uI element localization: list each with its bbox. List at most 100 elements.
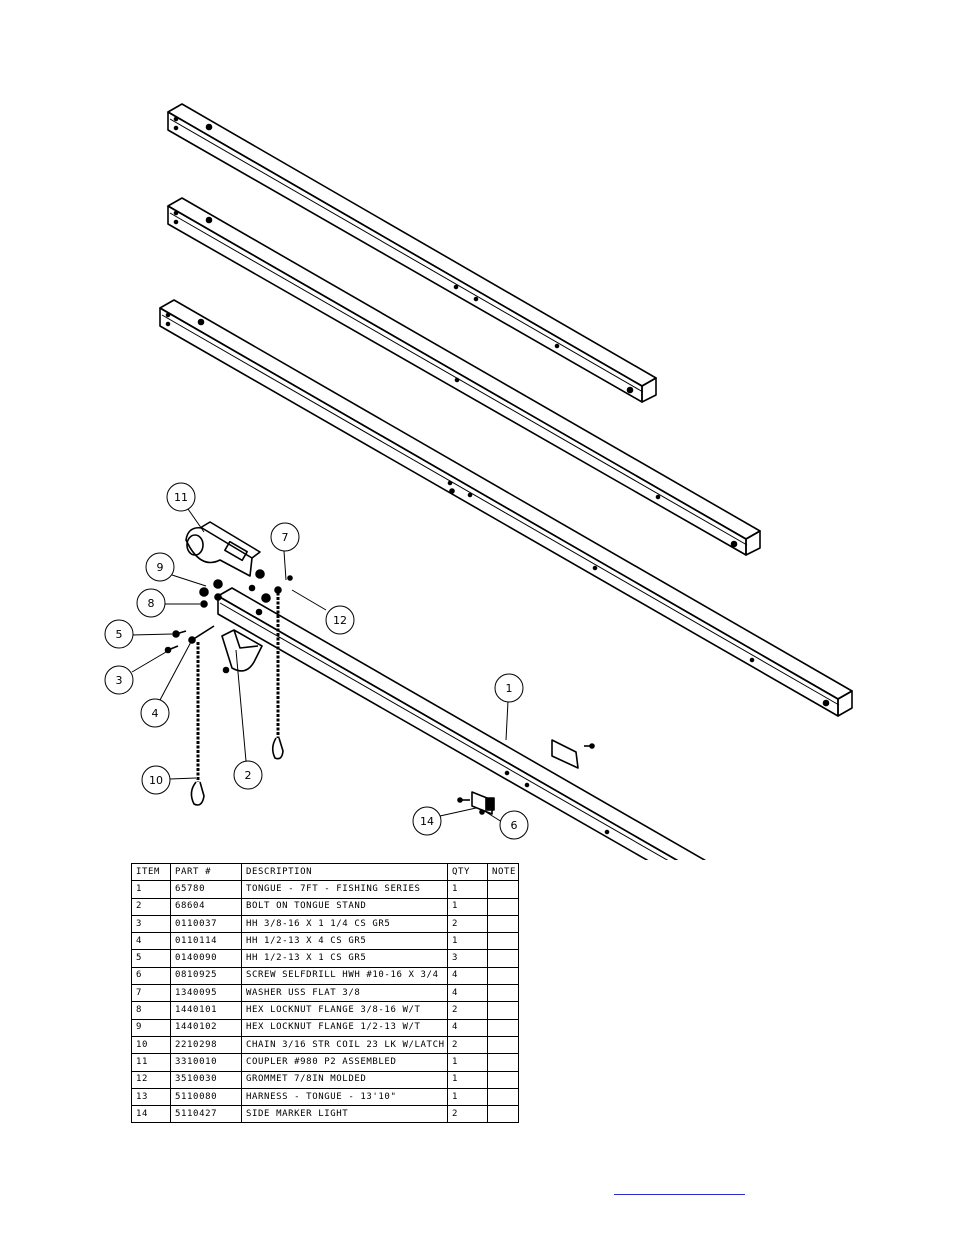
cell-part: 0140090 bbox=[170, 949, 242, 968]
col-qty: QTY bbox=[447, 862, 488, 882]
tongue-stand bbox=[221, 629, 263, 672]
cell-note bbox=[487, 966, 519, 986]
cell-qty: 2 bbox=[447, 1105, 488, 1124]
cell-qty: 1 bbox=[447, 1070, 488, 1089]
leader-lines bbox=[131, 508, 509, 823]
callout-circle bbox=[104, 619, 134, 649]
tube-middle bbox=[167, 197, 761, 556]
cell-part: 0810925 bbox=[170, 966, 242, 986]
cell-note bbox=[487, 880, 519, 899]
cell-desc: TONGUE - 7FT - FISHING SERIES bbox=[241, 880, 448, 899]
cell-part: 65780 bbox=[170, 880, 242, 899]
footer-link[interactable] bbox=[614, 1178, 745, 1195]
cell-part: 68604 bbox=[170, 897, 242, 916]
cell-item: 10 bbox=[131, 1035, 171, 1055]
callout-circle bbox=[145, 552, 175, 582]
cell-item: 8 bbox=[131, 1001, 171, 1020]
cell-desc: SCREW SELFDRILL HWH #10-16 X 3/4 bbox=[241, 966, 448, 986]
tongue-tube bbox=[217, 587, 707, 860]
cell-note bbox=[487, 1001, 519, 1020]
cell-item: 1 bbox=[131, 880, 171, 899]
cell-qty: 2 bbox=[447, 914, 488, 934]
cell-qty: 1 bbox=[447, 897, 488, 916]
cell-item: 3 bbox=[131, 914, 171, 934]
cell-note bbox=[487, 1035, 519, 1055]
cell-desc: HH 1/2-13 X 1 CS GR5 bbox=[241, 949, 448, 968]
cell-qty: 1 bbox=[447, 1053, 488, 1072]
cell-note bbox=[487, 1018, 519, 1037]
callout-circle bbox=[499, 810, 529, 840]
callout-circle bbox=[412, 806, 442, 836]
col-note: NOTE bbox=[487, 862, 519, 882]
callout-number: 9 bbox=[157, 561, 164, 574]
chain-left bbox=[190, 642, 205, 806]
callout-circle bbox=[141, 765, 171, 795]
cell-qty: 4 bbox=[447, 1018, 488, 1037]
cell-desc: HEX LOCKNUT FLANGE 1/2-13 W/T bbox=[241, 1018, 448, 1037]
cell-qty: 1 bbox=[447, 880, 488, 899]
cell-item: 7 bbox=[131, 984, 171, 1003]
cell-qty: 3 bbox=[447, 949, 488, 968]
callout-number: 14 bbox=[420, 815, 434, 828]
cell-item: 11 bbox=[131, 1053, 171, 1072]
callout-number: 4 bbox=[152, 707, 159, 720]
callout-number: 10 bbox=[149, 774, 163, 787]
cell-part: 1340095 bbox=[170, 984, 242, 1003]
chain-right bbox=[271, 588, 284, 760]
callout-circle bbox=[104, 665, 134, 695]
cell-part: 2210298 bbox=[170, 1035, 242, 1055]
cell-part: 0110114 bbox=[170, 932, 242, 951]
col-item: ITEM bbox=[131, 862, 171, 882]
callout-number: 8 bbox=[148, 597, 155, 610]
cell-qty: 1 bbox=[447, 932, 488, 951]
col-part: PART # bbox=[170, 862, 242, 882]
cell-desc: HEX LOCKNUT FLANGE 3/8-16 W/T bbox=[241, 1001, 448, 1020]
col-description: DESCRIPTION bbox=[241, 862, 448, 882]
cell-part: 5110427 bbox=[170, 1105, 242, 1124]
cell-note bbox=[487, 949, 519, 968]
tube-lower bbox=[159, 299, 853, 717]
callout-number: 12 bbox=[333, 614, 347, 627]
bom-header-row: ITEM PART # DESCRIPTION QTY NOTE bbox=[131, 862, 519, 882]
callout-circle bbox=[136, 588, 166, 618]
cell-qty: 4 bbox=[447, 966, 488, 986]
cell-desc: HH 3/8-16 X 1 1/4 CS GR5 bbox=[241, 914, 448, 934]
callout-circle bbox=[494, 673, 524, 703]
cell-note bbox=[487, 914, 519, 934]
callout-circle bbox=[270, 522, 300, 552]
coupler bbox=[185, 521, 261, 577]
callout-number: 5 bbox=[116, 628, 123, 641]
cell-desc: WASHER USS FLAT 3/8 bbox=[241, 984, 448, 1003]
side-marker-light-upper bbox=[551, 739, 595, 769]
cell-item: 2 bbox=[131, 897, 171, 916]
cell-item: 12 bbox=[131, 1070, 171, 1089]
cell-note bbox=[487, 932, 519, 951]
cell-item: 13 bbox=[131, 1087, 171, 1107]
cell-note bbox=[487, 984, 519, 1003]
cell-desc: GROMMET 7/8IN MOLDED bbox=[241, 1070, 448, 1089]
cell-part: 3310010 bbox=[170, 1053, 242, 1072]
callout-circle bbox=[325, 605, 355, 635]
tube-top bbox=[167, 103, 657, 403]
callout-number: 7 bbox=[282, 531, 289, 544]
cell-part: 3510030 bbox=[170, 1070, 242, 1089]
callout-number: 6 bbox=[511, 819, 518, 832]
cell-part: 0110037 bbox=[170, 914, 242, 934]
side-marker-light-lower bbox=[457, 791, 495, 815]
cell-desc: HH 1/2-13 X 4 CS GR5 bbox=[241, 932, 448, 951]
